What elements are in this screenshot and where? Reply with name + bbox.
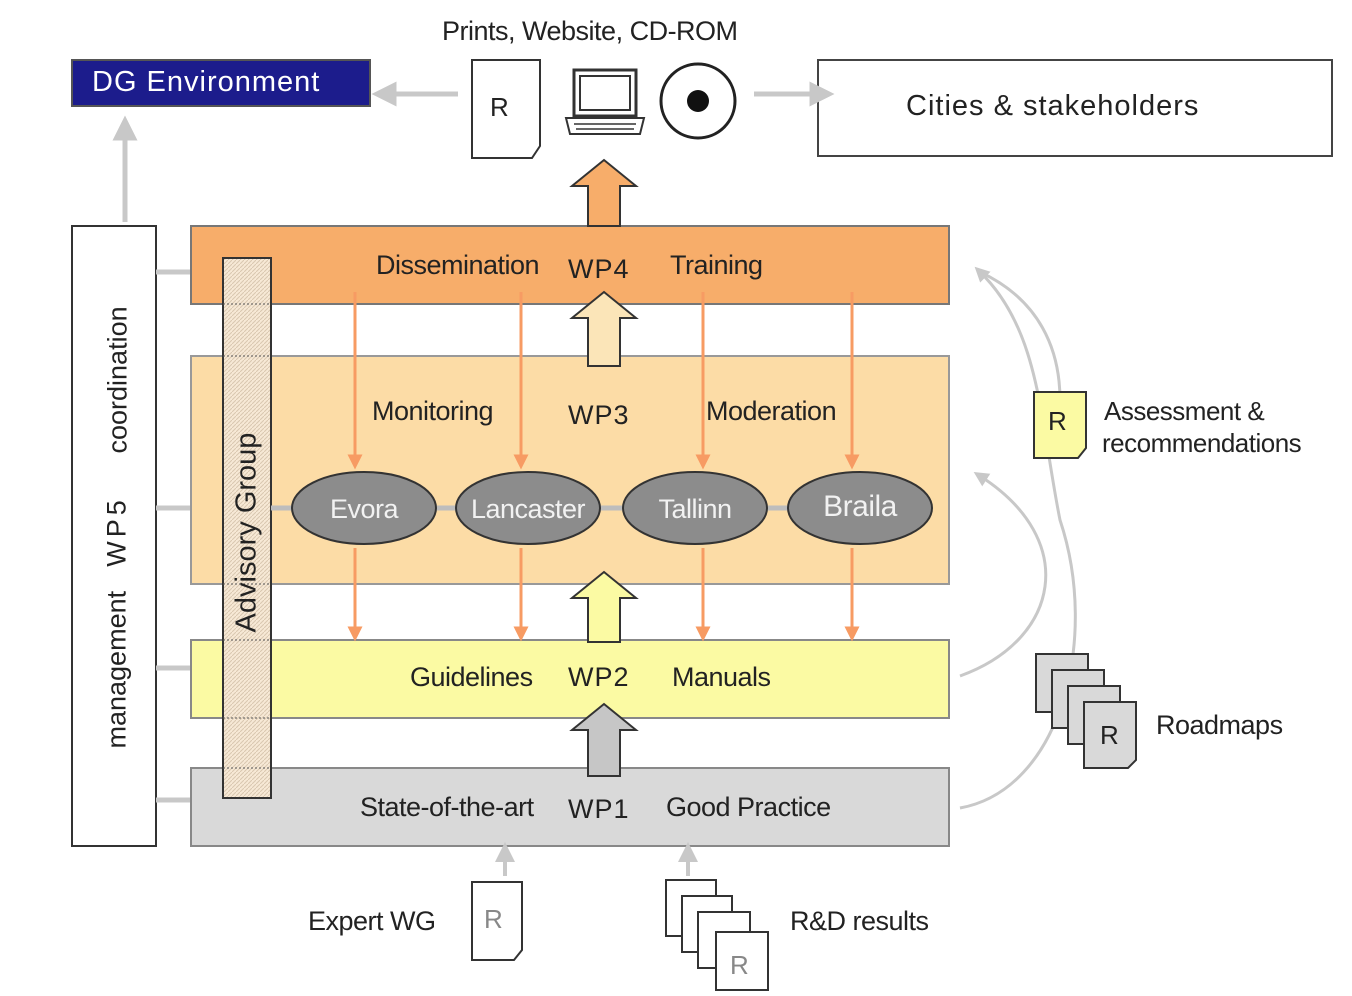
coordination-label: coordination xyxy=(102,306,133,454)
rd-results-letter: R xyxy=(730,950,749,980)
advisory-group-label: Advisory Group xyxy=(230,432,263,633)
wp1-center: WP1 xyxy=(568,794,630,824)
wp4-to-top-arrow xyxy=(569,158,639,227)
wp1-left: State-of-the-art xyxy=(360,792,534,822)
cities-to-wp2-arrows xyxy=(347,548,860,642)
wp4-band xyxy=(190,225,950,305)
wp2-center: WP2 xyxy=(568,662,630,692)
city-tallinn-label: Tallinn xyxy=(658,494,732,524)
rd-results-documents-icon xyxy=(665,879,769,991)
advisory-group-dividers xyxy=(223,303,271,769)
wp3-left: Monitoring xyxy=(372,396,494,426)
wp5-management-box xyxy=(71,225,157,847)
management-label: management xyxy=(101,590,132,749)
wp1-to-wp2-arrow xyxy=(569,702,639,777)
wp2-left: Guidelines xyxy=(410,662,533,692)
wp3-to-wp4-arrow xyxy=(569,290,639,367)
wp1-band xyxy=(190,767,950,847)
city-braila xyxy=(787,471,933,545)
expert-wg-label: Expert WG xyxy=(308,906,436,936)
city-evora xyxy=(291,471,437,545)
city-lancaster xyxy=(455,471,601,545)
wp4-center: WP4 xyxy=(568,254,630,284)
cd-rom-icon xyxy=(659,62,737,140)
wp4-left: Dissemination xyxy=(376,250,540,280)
wp3-center: WP3 xyxy=(568,400,630,430)
media-label: Prints, Website, CD-ROM xyxy=(442,16,738,46)
laptop-icon xyxy=(564,68,646,135)
city-braila-label: Braila xyxy=(823,490,897,523)
city-nodes xyxy=(291,471,933,545)
wp2-right: Manuals xyxy=(672,662,771,692)
expert-wg-document-icon xyxy=(471,881,523,961)
rd-results-label: R&D results xyxy=(790,906,929,936)
city-tallinn xyxy=(622,471,768,545)
wp3-band xyxy=(190,355,950,585)
roadmaps-documents-icon xyxy=(1035,653,1137,769)
assessment-line1: Assessment & xyxy=(1104,396,1265,426)
assessment-letter: R xyxy=(1048,406,1067,436)
report-letter: R xyxy=(490,92,509,122)
dg-environment-label: DG Environment xyxy=(92,66,321,98)
expert-wg-letter: R xyxy=(484,904,503,934)
wp4-to-cities-arrows xyxy=(347,292,860,470)
cities-stakeholders-label: Cities & stakeholders xyxy=(906,90,1200,122)
city-lancaster-label: Lancaster xyxy=(470,494,586,524)
up-arrows xyxy=(569,158,639,777)
roadmaps-letter: R xyxy=(1100,720,1119,750)
wp5-label: WP5 xyxy=(101,496,132,567)
wp3-right: Moderation xyxy=(706,396,837,426)
dg-environment-box xyxy=(71,59,371,107)
roadmaps-label: Roadmaps xyxy=(1156,710,1283,740)
feedback-arrows xyxy=(959,266,1077,810)
wp4-right: Training xyxy=(670,250,763,280)
advisory-group-box xyxy=(222,257,272,799)
wp1-right: Good Practice xyxy=(666,792,831,822)
assessment-document-icon xyxy=(1033,391,1087,459)
city-evora-label: Evora xyxy=(329,494,399,524)
wp2-to-wp3-arrow xyxy=(569,570,639,643)
wp2-band xyxy=(190,639,950,719)
cities-stakeholders-box xyxy=(817,59,1333,157)
report-document-icon xyxy=(471,59,541,159)
assessment-line2: recommendations xyxy=(1102,428,1302,458)
